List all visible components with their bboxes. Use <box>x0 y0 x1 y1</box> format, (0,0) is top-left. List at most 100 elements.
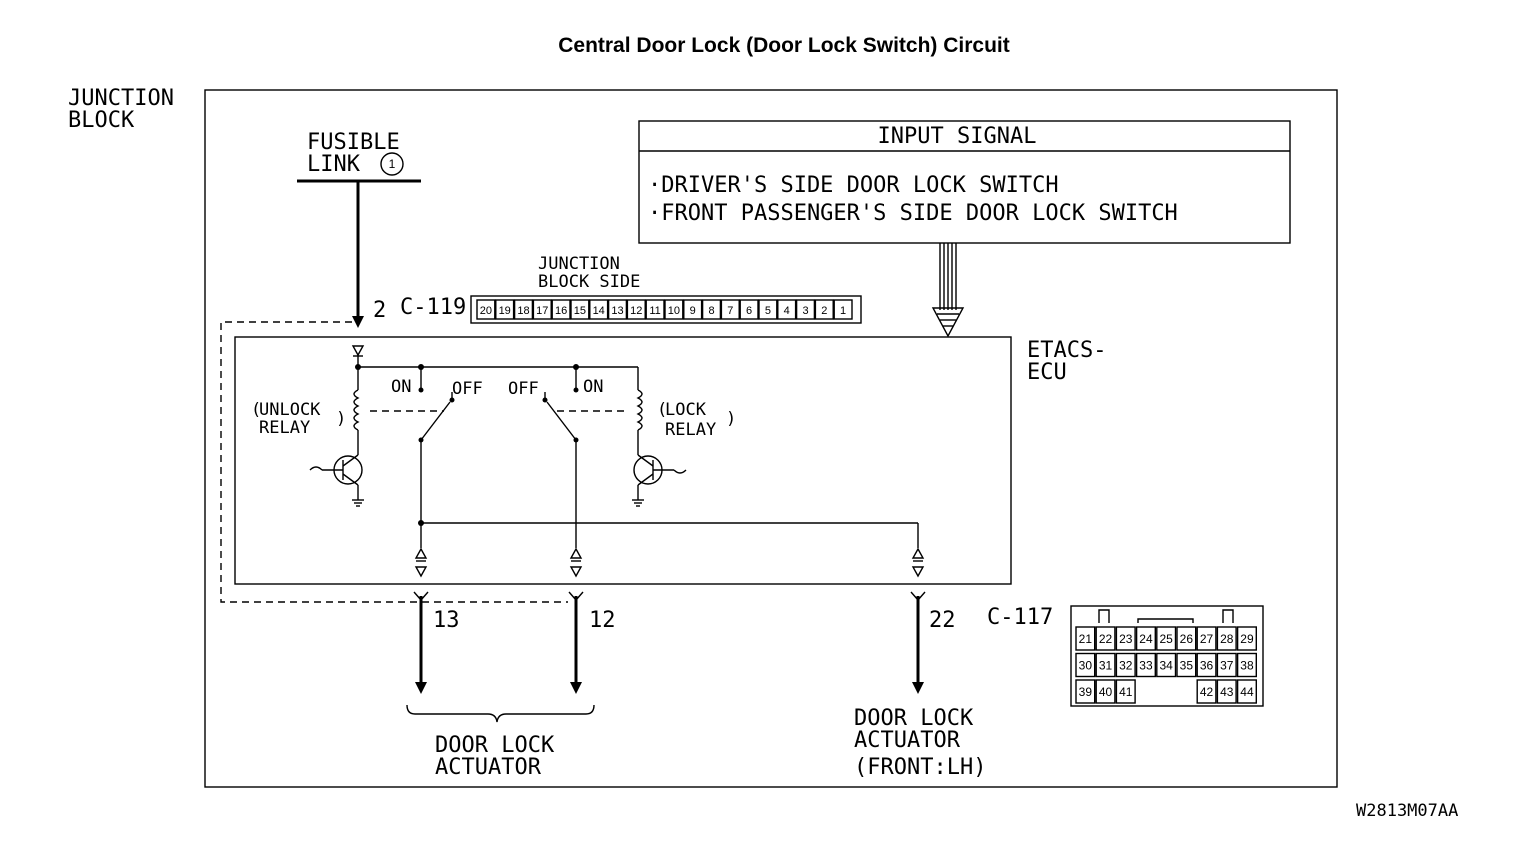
c119-pin-cell <box>795 299 816 320</box>
c117-pin-cell <box>1216 626 1237 651</box>
input-signal-bundle <box>931 243 965 338</box>
c117-pin-label: 24 <box>1139 632 1153 646</box>
c117-pin-12: 12 <box>589 608 616 633</box>
power-arrow <box>352 316 364 328</box>
c119-pin-cell <box>476 299 496 320</box>
c119-pin-label: 10 <box>668 305 680 317</box>
c119-pin-cell <box>607 299 628 320</box>
etacs-ecu-box <box>234 336 1012 585</box>
c117-connector-body <box>1070 605 1264 707</box>
c119-pin-cell <box>833 299 853 320</box>
lock-switch-off-label: OFF <box>508 379 539 399</box>
c117-pin-label: 40 <box>1099 685 1113 699</box>
c117-pin-cell <box>1075 679 1096 704</box>
c117-pin-label: 29 <box>1240 632 1254 646</box>
c119-pin-label: 4 <box>784 305 790 317</box>
c117-pin-22: 22 <box>929 608 956 633</box>
c119-side-label-line2: BLOCK SIDE <box>538 272 640 292</box>
junction-block-label-line2: BLOCK <box>68 108 135 133</box>
c119-pin-cell <box>720 299 740 320</box>
junction-block-label-line1: JUNCTION <box>68 86 174 111</box>
diagram-title: Central Door Lock (Door Lock Switch) Cir… <box>558 34 1010 57</box>
c117-pin-label: 21 <box>1079 632 1093 646</box>
c119-pin-cell <box>645 299 665 320</box>
c119-pin-label: 15 <box>574 305 586 317</box>
c117-pin-cell <box>1216 679 1237 704</box>
c117-key-left <box>1098 609 1110 623</box>
c119-pin-cell <box>551 299 571 320</box>
c117-pin-cell <box>1216 652 1237 678</box>
c119-pin-label: 7 <box>727 305 733 317</box>
c119-pin-label: 19 <box>499 305 511 317</box>
c119-pin-label: 9 <box>690 305 696 317</box>
input-signal-header: INPUT SIGNAL <box>878 124 1037 149</box>
left-actuator-label-line1: DOOR LOCK <box>435 733 555 758</box>
c119-pin-label: 1 <box>840 305 846 317</box>
harness-boundary-dashed <box>220 321 568 603</box>
c119-pin-cell <box>513 299 534 320</box>
c119-pin-label: 6 <box>746 305 752 317</box>
c117-pin-cell <box>1236 679 1257 704</box>
c117-pin-cell <box>1075 652 1096 678</box>
c119-pin-label: 18 <box>517 305 529 317</box>
c117-pin-cell <box>1236 652 1257 678</box>
left-actuator-brace <box>406 704 595 723</box>
c117-pin-label: 25 <box>1159 632 1173 646</box>
fusible-link-label-line2: LINK <box>307 152 361 177</box>
c119-pin-label: 12 <box>630 305 642 317</box>
c117-pin-label: 44 <box>1240 685 1254 699</box>
c117-pin-cell <box>1156 626 1177 651</box>
c119-pin-cell <box>814 299 834 320</box>
input-signal-item-passenger: ·FRONT PASSENGER'S SIDE DOOR LOCK SWITCH <box>648 201 1178 226</box>
c119-pin-label: 2 <box>821 305 827 317</box>
c119-pin-label: 16 <box>555 305 567 317</box>
c117-pin-cell <box>1236 626 1257 651</box>
c119-pin-cell <box>570 299 590 320</box>
c119-pin-number: 2 <box>373 298 386 323</box>
c119-pin-label: 14 <box>593 305 605 317</box>
c119-pin-cell <box>758 299 778 320</box>
ecu-label-line1: ETACS- <box>1027 338 1106 363</box>
c119-pin-cell <box>532 299 552 320</box>
lock-relay-label-line2: RELAY <box>665 420 716 440</box>
c117-pin-cell <box>1176 626 1197 651</box>
c117-pin-cell <box>1095 652 1116 678</box>
lock-relay-label-line1: LOCK <box>665 400 707 420</box>
c117-pin-cell <box>1176 652 1197 678</box>
output-wires <box>413 591 926 694</box>
ecu-label-line2: ECU <box>1027 360 1067 385</box>
unlock-relay-paren-open: ( <box>251 400 261 420</box>
left-actuator-label-line2: ACTUATOR <box>435 755 542 780</box>
lock-switch-on-label: ON <box>583 377 603 397</box>
unlock-relay-label-line1: UNLOCK <box>259 400 321 420</box>
c119-pin-cell <box>777 299 797 320</box>
ecu-internal-circuit <box>309 345 925 578</box>
c117-pin-label: 39 <box>1079 685 1093 699</box>
c117-pin-label: 32 <box>1119 659 1133 673</box>
unlock-switch-off-label: OFF <box>452 379 483 399</box>
c117-pin-cell <box>1075 626 1096 651</box>
lock-relay-paren-open: ( <box>657 400 667 420</box>
unlock-switch-on-label: ON <box>391 377 411 397</box>
c119-pin-label: 17 <box>536 305 548 317</box>
c117-pin-cell <box>1196 626 1217 651</box>
c119-pin-label: 11 <box>649 305 660 317</box>
c119-pin-label: 5 <box>765 305 771 317</box>
right-actuator-label-line2: ACTUATOR <box>854 728 961 753</box>
c117-pin-label: 28 <box>1220 632 1234 646</box>
c117-pin-label: 26 <box>1180 632 1194 646</box>
fusible-link-number: 1 <box>389 157 396 171</box>
c117-pin-label: 33 <box>1139 659 1153 673</box>
c119-pin-cell <box>589 299 609 320</box>
c117-pin-cell <box>1115 626 1136 651</box>
c119-pin-label: 20 <box>480 305 492 317</box>
c117-pin-label: 35 <box>1180 659 1194 673</box>
input-signal-box <box>638 120 1291 244</box>
lock-relay-paren-close: ) <box>726 409 736 429</box>
c117-pin-cell <box>1196 652 1217 678</box>
c117-pin-cell <box>1115 652 1136 678</box>
c117-pin-cell <box>1095 626 1116 651</box>
c119-pin-label: 3 <box>802 305 808 317</box>
